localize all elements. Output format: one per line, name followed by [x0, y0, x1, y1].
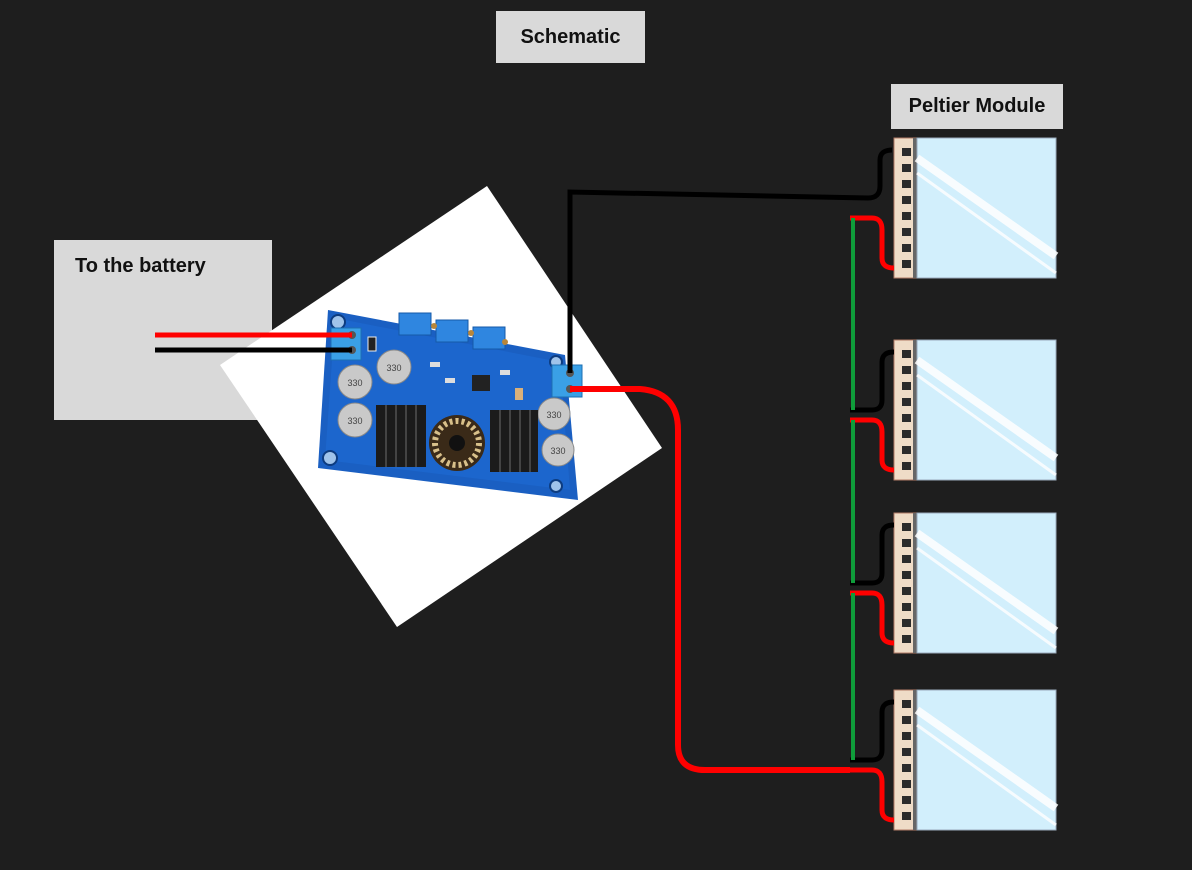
capacitor: 330: [337, 364, 373, 400]
battery-label: To the battery: [75, 255, 206, 277]
peltier-edge-strip: [893, 137, 917, 279]
peltier-contact-pad: [902, 555, 911, 563]
peltier-contact-pad: [902, 716, 911, 724]
peltier-contact-pad: [902, 260, 911, 268]
smd-part: [367, 336, 377, 352]
peltier-negative-lead: [850, 699, 895, 763]
peltier-contact-pad: [902, 398, 911, 406]
peltier-contact-pad: [902, 366, 911, 374]
peltier-contact-pad: [902, 382, 911, 390]
toroid-inductor: [429, 415, 485, 471]
peltier-glare: [916, 373, 1057, 477]
peltier-contact-pad: [902, 414, 911, 422]
peltier-contact-pad: [902, 700, 911, 708]
pot-screw: [502, 339, 508, 345]
svg-text:330: 330: [546, 410, 561, 420]
output-positive-wire: [570, 386, 850, 773]
peltier-contact-pad: [902, 764, 911, 772]
peltier-contact-pad: [902, 748, 911, 756]
peltier-side: [913, 690, 917, 830]
peltier-contact-pad: [902, 603, 911, 611]
peltier-contact-pad: [902, 446, 911, 454]
controller-ic: [472, 375, 490, 391]
peltier-contact-pad: [902, 148, 911, 156]
peltier-side: [913, 513, 917, 653]
svg-text:330: 330: [550, 446, 565, 456]
boost-converter-board: 330 330 330 330 330: [318, 310, 583, 500]
peltier-contact-pad: [902, 212, 911, 220]
peltier-positive-lead: [850, 590, 895, 646]
peltier-glare: [914, 706, 1059, 812]
peltier-contact-pad: [902, 732, 911, 740]
peltier-side: [913, 340, 917, 480]
smd-part: [430, 362, 440, 367]
peltier-glare: [914, 529, 1059, 635]
peltier-contact-pad: [902, 587, 911, 595]
peltier-glare: [914, 356, 1059, 462]
peltier-contact-pad: [902, 164, 911, 172]
potentiometer: [398, 312, 432, 336]
peltier-contact-pad: [902, 523, 911, 531]
peltier-positive-lead: [850, 215, 895, 271]
peltier-negative-lead: [850, 522, 895, 586]
peltier-edge-strip: [893, 689, 917, 831]
svg-text:330: 330: [347, 378, 362, 388]
heatsink: [376, 405, 426, 467]
pot-screw: [468, 330, 474, 336]
mount-hole: [330, 314, 346, 330]
peltier-side: [913, 138, 917, 278]
svg-text:330: 330: [347, 416, 362, 426]
capacitor: 330: [537, 397, 571, 431]
mount-hole: [549, 479, 563, 493]
peltier-contact-pad: [902, 571, 911, 579]
peltier-glare: [914, 154, 1059, 260]
peltier-contact-pad: [902, 228, 911, 236]
peltier-edge-strip: [893, 339, 917, 481]
potentiometer: [472, 326, 506, 350]
capacitor: 330: [376, 349, 412, 385]
capacitor: 330: [541, 433, 575, 467]
peltier-positive-lead: [850, 767, 895, 823]
output-negative-wire: [567, 147, 893, 373]
smd-part: [515, 388, 523, 400]
schematic-title-text: Schematic: [520, 25, 621, 48]
potentiometer: [435, 319, 469, 343]
peltier-positive-lead: [850, 417, 895, 473]
peltier-contact-pad: [902, 180, 911, 188]
peltier-contact-pad: [902, 812, 911, 820]
svg-text:330: 330: [386, 363, 401, 373]
peltier-glare: [916, 723, 1057, 827]
peltier-contact-pad: [902, 350, 911, 358]
pot-screw: [431, 323, 437, 329]
schematic-title: Schematic: [496, 11, 645, 63]
peltier-contact-pad: [902, 430, 911, 438]
peltier-contact-pad: [902, 796, 911, 804]
peltier-glare: [916, 546, 1057, 650]
peltier-module-label-text: Peltier Module: [908, 95, 1046, 117]
peltier-edge-strip: [893, 512, 917, 654]
peltier-glare: [916, 171, 1057, 275]
mount-hole: [322, 450, 338, 466]
peltier-module-label: Peltier Module: [891, 84, 1063, 129]
peltier-contact-pad: [902, 635, 911, 643]
peltier-negative-lead: [850, 349, 895, 413]
capacitor: 330: [337, 402, 373, 438]
peltier-contact-pad: [902, 780, 911, 788]
heatsink: [490, 410, 538, 472]
battery-box: To the battery: [54, 240, 272, 420]
peltier-contact-pad: [902, 462, 911, 470]
smd-part: [500, 370, 510, 375]
peltier-contact-pad: [902, 244, 911, 252]
peltier-contact-pad: [902, 539, 911, 547]
peltier-contact-pad: [902, 196, 911, 204]
output-terminal-block: [551, 364, 583, 398]
peltier-contact-pad: [902, 619, 911, 627]
smd-part: [445, 378, 455, 383]
